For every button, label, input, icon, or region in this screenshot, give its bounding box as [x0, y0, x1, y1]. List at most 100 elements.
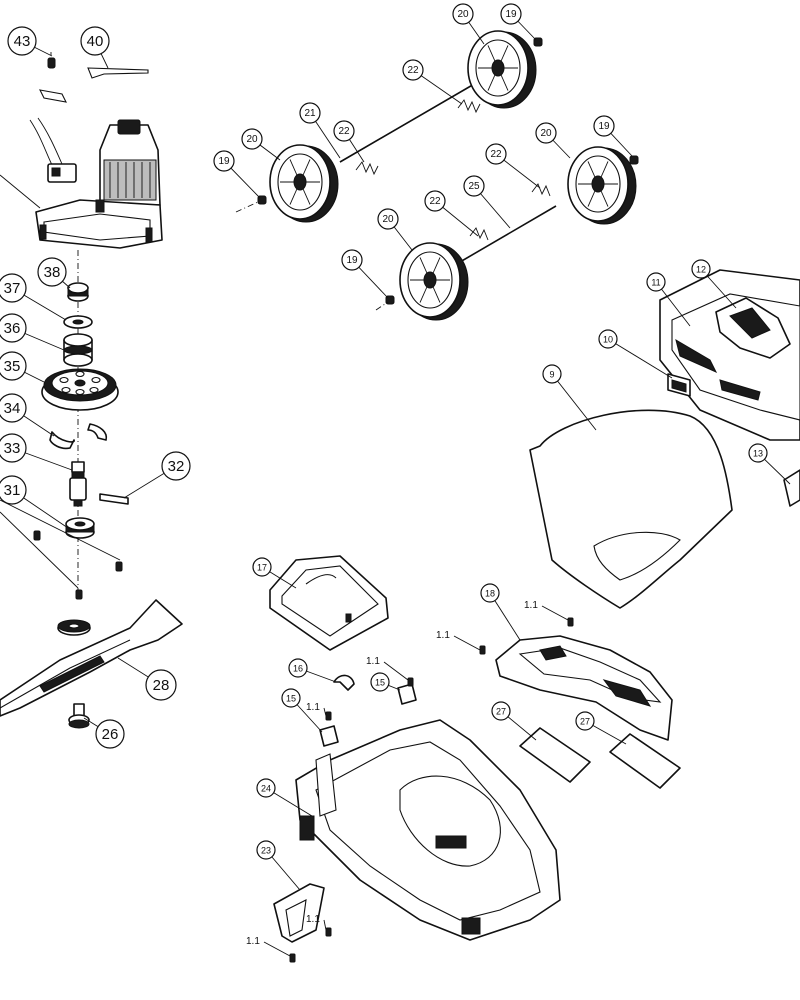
part-15-hinge	[319, 725, 339, 747]
wheel-assembly	[235, 30, 639, 321]
brush-holder	[29, 117, 77, 183]
callout-37: 37	[0, 273, 67, 321]
callout-label: 20	[382, 214, 394, 225]
callout-12: 12	[691, 259, 737, 309]
callout-label: 34	[4, 400, 21, 417]
screw	[33, 530, 41, 541]
callout-label: 20	[540, 128, 552, 139]
callout-label: 26	[102, 726, 119, 743]
callout-label: 27	[580, 717, 590, 727]
part-38-bearing	[67, 282, 89, 302]
callout-22: 22	[402, 59, 463, 105]
part-40-cable-tie	[87, 67, 149, 79]
callout-label: 18	[485, 589, 495, 599]
part-20-wheel	[567, 146, 637, 225]
part-27-label	[609, 733, 681, 789]
screw	[75, 589, 83, 600]
callout-label: 27	[496, 707, 506, 717]
screw-callout: 1.1	[524, 600, 569, 621]
screw-callout: 1.1	[366, 656, 409, 681]
part-36-bearing	[63, 333, 93, 367]
callout-22: 22	[424, 190, 479, 237]
callout-label: 15	[375, 678, 385, 688]
part-22-spring	[355, 161, 379, 176]
callout-label: 20	[246, 134, 258, 145]
body-covers	[269, 555, 681, 963]
callout-label: 19	[218, 156, 230, 167]
part-28-blade	[0, 599, 183, 717]
blade-washer	[57, 619, 91, 636]
callout-22: 22	[333, 120, 365, 163]
callout-20: 20	[452, 3, 485, 45]
callout-9: 9	[542, 364, 597, 431]
part-31-bearing	[65, 517, 95, 539]
callout-32: 32	[123, 451, 191, 499]
screw-1-1	[407, 677, 414, 687]
callout-15: 15	[281, 688, 323, 733]
callout-label: 19	[346, 255, 358, 266]
screw-callout-label: 1.1	[436, 630, 450, 641]
callout-label: 10	[603, 335, 613, 345]
callout-24: 24	[256, 778, 313, 817]
callout-label: 23	[261, 846, 271, 856]
callout-26: 26	[83, 717, 125, 749]
callout-27: 27	[491, 701, 537, 741]
callout-22: 22	[485, 143, 541, 189]
callout-25: 25	[463, 175, 511, 229]
callout-19: 19	[593, 115, 633, 157]
screw-callout: 1.1	[306, 914, 327, 931]
callout-label: 28	[153, 677, 170, 694]
callout-label: 22	[490, 149, 502, 160]
callout-label: 12	[696, 265, 706, 275]
callout-40: 40	[80, 26, 110, 69]
callout-31: 31	[0, 475, 69, 529]
part-13-bracket	[783, 469, 800, 507]
callout-label: 9	[549, 370, 554, 380]
part-9-grass-bag	[529, 409, 733, 609]
part-20-wheel	[399, 242, 469, 321]
part-37-washer	[63, 315, 93, 329]
callout-label: 19	[505, 9, 517, 20]
callout-label: 17	[257, 563, 267, 573]
part-27-label	[519, 727, 591, 783]
callout-label: 25	[468, 181, 480, 192]
part-22-spring	[457, 99, 481, 114]
callout-19: 19	[213, 150, 261, 199]
callout-label: 33	[4, 440, 21, 457]
motor-bracket	[39, 89, 67, 103]
screw-callout: 1.1	[246, 936, 291, 957]
callout-10: 10	[598, 329, 673, 379]
callout-label: 11	[651, 278, 660, 288]
callout-label: 31	[4, 482, 21, 499]
callout-label: 13	[753, 449, 763, 459]
part-35-gear	[41, 368, 119, 411]
callout-label: 40	[87, 33, 104, 50]
part-22-spring	[469, 227, 489, 241]
screw-callout-label: 1.1	[246, 936, 260, 947]
part-10-clip	[667, 373, 691, 397]
callout-19: 19	[500, 3, 537, 41]
callout-label: 22	[338, 126, 350, 137]
screw-1-1	[289, 953, 296, 963]
callout-label: 22	[407, 65, 419, 76]
part-20-wheel	[467, 30, 537, 109]
part-23-side-flap	[273, 883, 325, 943]
part-16-spring	[333, 674, 355, 691]
part-33-shaft	[69, 461, 87, 507]
callout-15: 15	[370, 672, 401, 692]
callout-label: 21	[304, 108, 316, 119]
screw-callout: 1.1	[306, 702, 327, 717]
callout-label: 43	[14, 33, 31, 50]
callout-34: 34	[0, 393, 55, 437]
callout-35: 35	[0, 351, 45, 383]
callout-21: 21	[299, 102, 341, 159]
callout-17: 17	[252, 557, 297, 589]
callout-38: 38	[37, 257, 71, 289]
callout-33: 33	[0, 433, 73, 471]
grass-box	[529, 269, 800, 609]
part-34-shells	[49, 423, 108, 450]
front-axle	[459, 205, 557, 263]
callout-label: 36	[4, 320, 21, 337]
